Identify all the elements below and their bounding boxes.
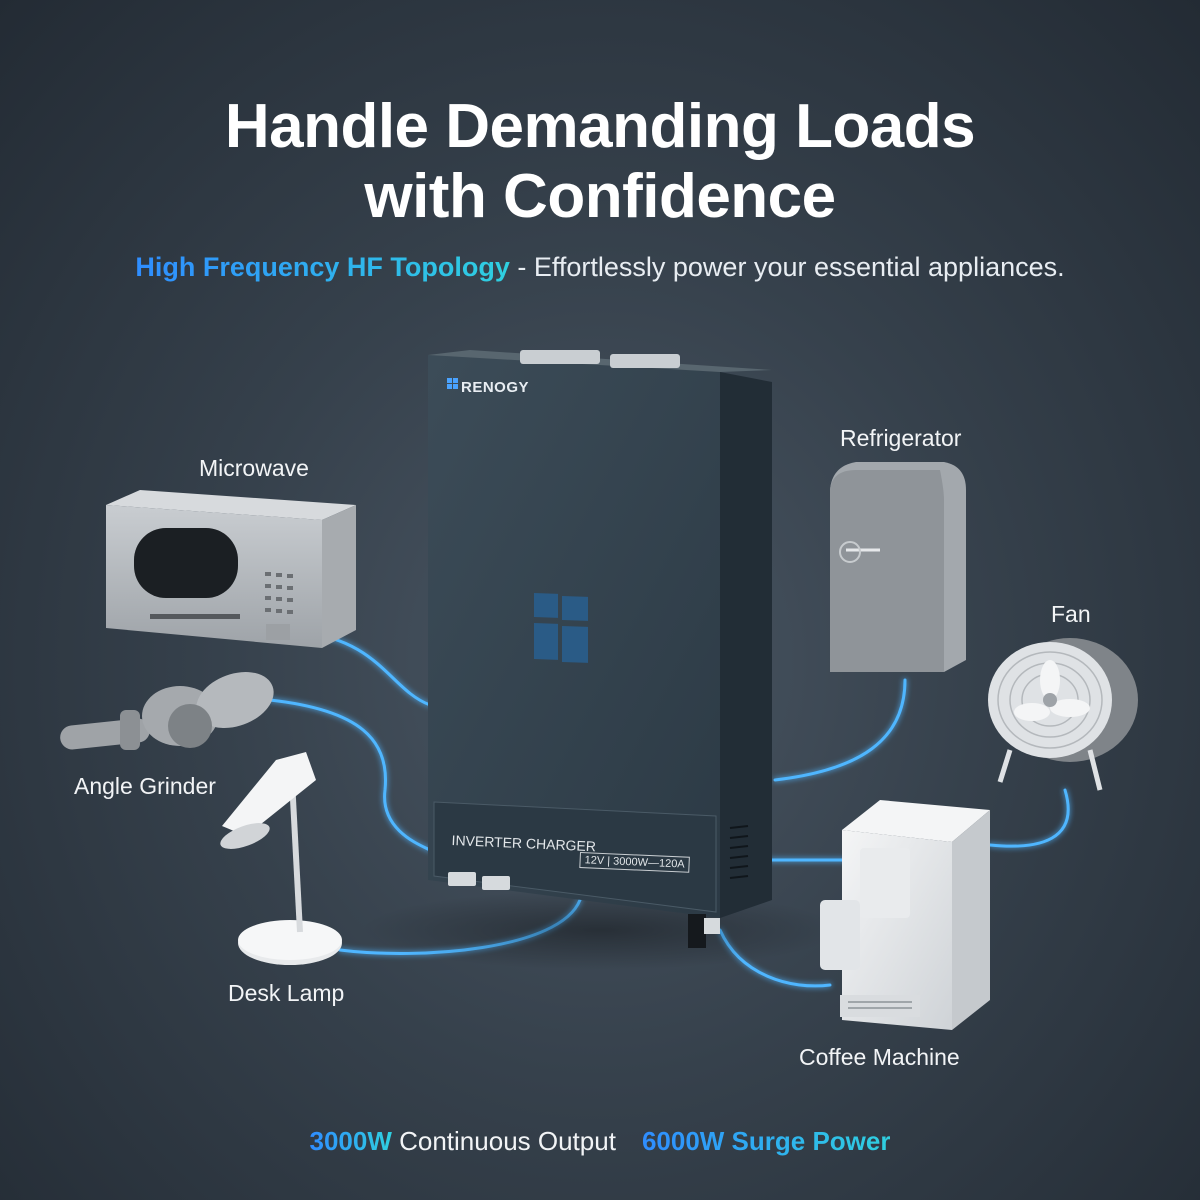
angle-grinder-label: Angle Grinder <box>74 773 216 799</box>
headline: Handle Demanding Loads with Confidence <box>0 92 1200 232</box>
refrigerator-label: Refrigerator <box>840 425 962 451</box>
refrigerator-cable <box>773 678 907 782</box>
inverter-brand: RENOGY <box>461 379 530 396</box>
microwave-illustration <box>106 490 356 648</box>
angle-grinder-illustration <box>60 671 274 750</box>
desk-lamp-label: Desk Lamp <box>228 980 345 1006</box>
desk-lamp-illustration <box>220 752 342 965</box>
footer-specs: 3000W Continuous Output 6000W Surge Power <box>0 1126 1200 1157</box>
brand-logo-icon <box>447 378 458 389</box>
fan-label: Fan <box>1051 601 1091 627</box>
microwave-label: Microwave <box>199 455 309 481</box>
fan-illustration <box>988 638 1138 791</box>
refrigerator-illustration <box>830 462 966 672</box>
continuous-output-label: Continuous Output <box>391 1126 616 1156</box>
renogy-logo-mark <box>534 593 588 663</box>
surge-power-value: 6000W Surge Power <box>641 1126 891 1156</box>
inverter-unit <box>428 350 772 948</box>
subhead-text: - Effortlessly power your essential appl… <box>509 252 1065 282</box>
coffee-machine-illustration <box>820 800 990 1030</box>
continuous-output-value: 3000W <box>309 1126 392 1156</box>
topology-highlight: High Frequency HF Topology <box>135 252 510 282</box>
coffee-machine-label: Coffee Machine <box>799 1044 960 1070</box>
subheadline: High Frequency HF Topology - Effortlessl… <box>0 252 1200 283</box>
headline-line-2: with Confidence <box>364 162 836 231</box>
grinder-cable <box>268 698 432 852</box>
headline-line-1: Handle Demanding Loads <box>224 92 976 161</box>
fan-cable <box>988 788 1070 848</box>
